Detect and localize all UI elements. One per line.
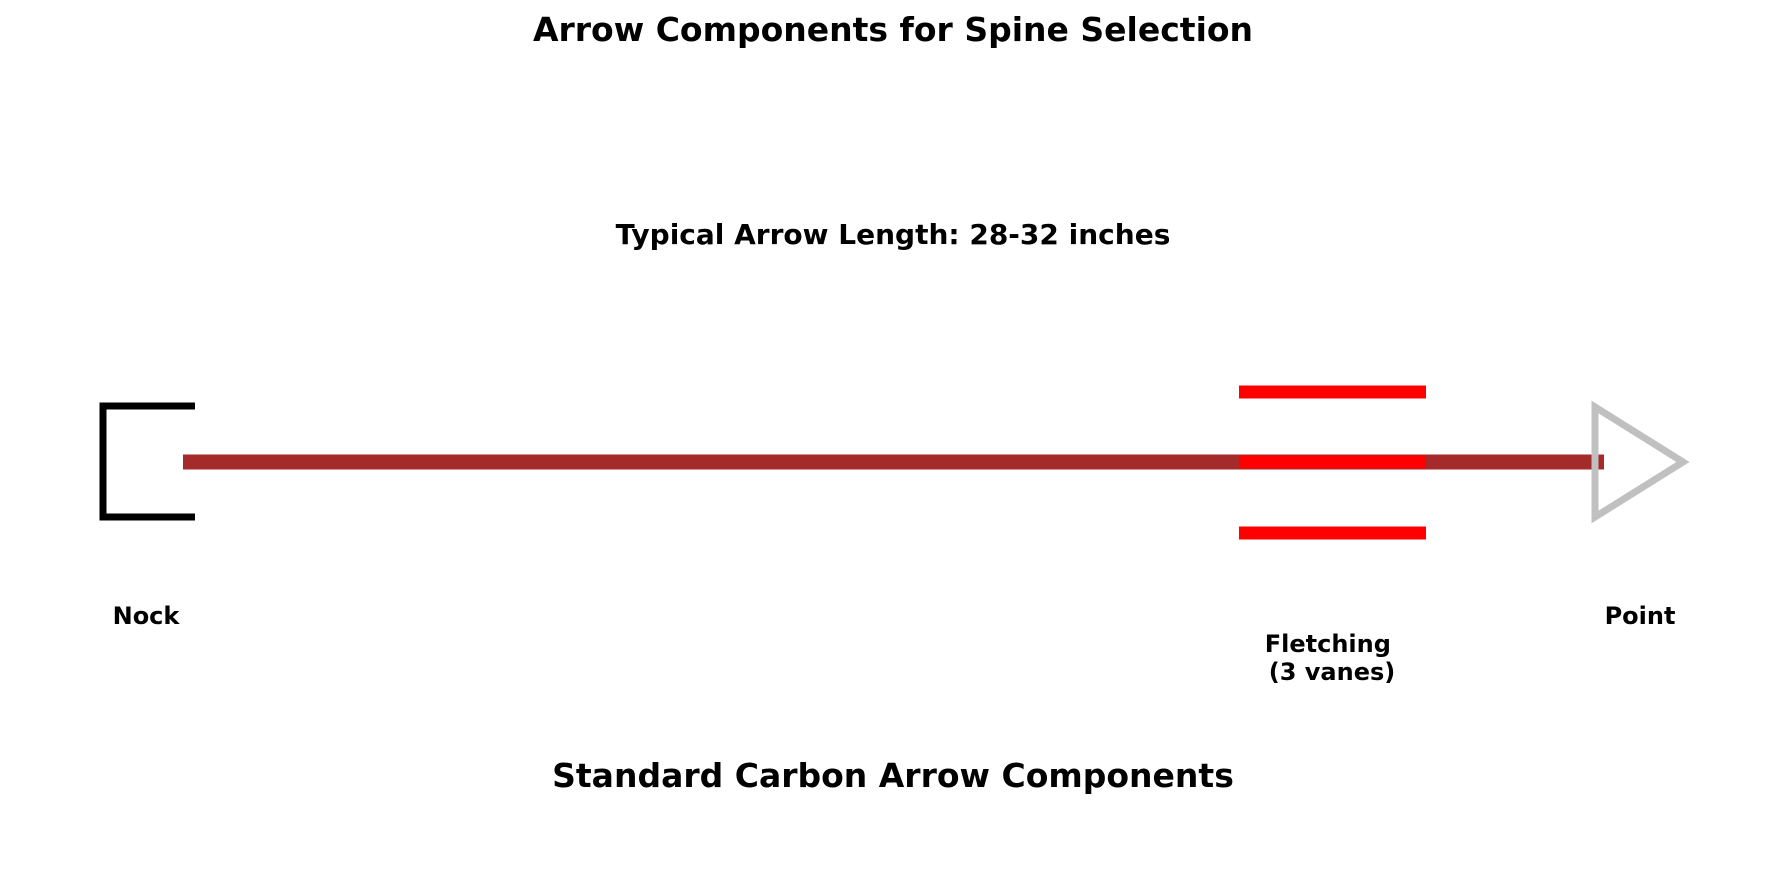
arrow-length-label: Typical Arrow Length: 28-32 inches	[616, 218, 1171, 251]
arrow-point	[1591, 400, 1690, 524]
diagram-caption: Standard Carbon Arrow Components	[552, 756, 1234, 795]
diagram-title: Arrow Components for Spine Selection	[533, 10, 1253, 49]
point-label: Point	[1605, 602, 1676, 630]
nock	[99, 402, 195, 521]
fletching-label-line2: (3 vanes)	[1269, 658, 1395, 686]
fletching	[1239, 385, 1426, 540]
fletching-label-line1: Fletching	[1265, 630, 1391, 658]
nock-label: Nock	[113, 602, 181, 630]
fletching-label: Fletching (3 vanes)	[1265, 630, 1400, 686]
